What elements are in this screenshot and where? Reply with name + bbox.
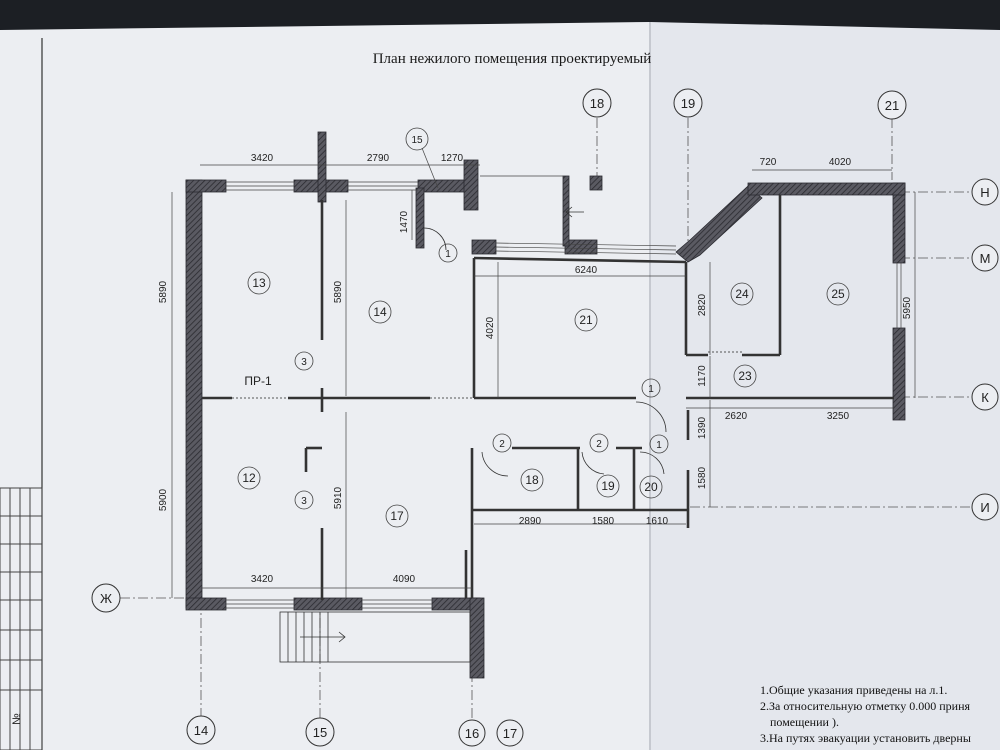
marker-15: 15 xyxy=(411,135,423,146)
room-17: 17 xyxy=(390,509,404,523)
room-markers xyxy=(237,271,850,528)
dim-k-2620: 2620 xyxy=(725,411,748,422)
room-24: 24 xyxy=(735,287,749,301)
marker-3-b: 3 xyxy=(301,496,307,507)
note-3: 3.На путях эвакуации установить дверны xyxy=(760,731,971,745)
room-21: 21 xyxy=(579,313,593,327)
title-block xyxy=(0,487,43,750)
dim-top-720: 720 xyxy=(760,157,777,168)
opening-label: ПР-1 xyxy=(244,374,272,388)
leader-line xyxy=(421,147,439,189)
room-12: 12 xyxy=(242,471,256,485)
door-1-b: 1 xyxy=(648,384,654,395)
room-14: 14 xyxy=(373,305,387,319)
axis-label-17: 17 xyxy=(503,726,517,741)
axis-label-i: И xyxy=(980,500,989,515)
door-2-a: 2 xyxy=(499,439,505,450)
note-1: 1.Общие указания приведены на л.1. xyxy=(760,683,947,697)
dim-left-5890: 5890 xyxy=(158,280,169,303)
dim-k-3250: 3250 xyxy=(827,411,850,422)
dim-inner-5910: 5910 xyxy=(333,486,344,509)
paper-sheet-left xyxy=(0,22,650,750)
dim-top-3420: 3420 xyxy=(251,153,274,164)
marker-3-a: 3 xyxy=(301,357,307,368)
room-20: 20 xyxy=(644,480,658,494)
door-markers xyxy=(294,127,669,510)
room-19: 19 xyxy=(601,479,615,493)
dim-bottom-4090: 4090 xyxy=(393,574,416,585)
dim-left-5900: 5900 xyxy=(158,488,169,511)
note-2-cont: помещении ). xyxy=(770,715,839,729)
axis-label-n: Н xyxy=(980,185,989,200)
dim-inner-1470: 1470 xyxy=(399,210,410,233)
room-25: 25 xyxy=(831,287,845,301)
dim-inner-5890: 5890 xyxy=(333,280,344,303)
door-1-a: 1 xyxy=(445,249,451,260)
dim-i-1610: 1610 xyxy=(646,516,669,527)
axis-label-18: 18 xyxy=(590,96,604,111)
note-2: 2.За относительную отметку 0.000 приня xyxy=(760,699,970,713)
dim-bottom-3420: 3420 xyxy=(251,574,274,585)
room-18: 18 xyxy=(525,473,539,487)
axis-markers xyxy=(91,88,999,747)
door-1-c: 1 xyxy=(656,440,662,451)
dim-top-4020: 4020 xyxy=(829,157,852,168)
dim-inner-1170: 1170 xyxy=(697,365,708,387)
dim-inner-2820: 2820 xyxy=(697,293,708,316)
dimension-lines xyxy=(171,164,916,598)
dashed-partitions xyxy=(232,351,742,399)
dim-i-1580: 1580 xyxy=(592,516,615,527)
room-13: 13 xyxy=(252,276,266,290)
dim-top-2790: 2790 xyxy=(367,153,390,164)
staircase xyxy=(279,206,584,663)
axis-label-k: К xyxy=(981,390,989,405)
axis-label-19: 19 xyxy=(681,96,695,111)
axis-label-m: М xyxy=(980,251,991,266)
exterior-walls xyxy=(185,131,906,679)
door-swings xyxy=(423,227,667,477)
plan-title: План нежилого помещения проектируемый xyxy=(373,51,652,67)
room-23: 23 xyxy=(738,369,752,383)
dim-inner-4020: 4020 xyxy=(485,316,496,339)
dim-inner-1580: 1580 xyxy=(697,466,708,489)
margin-label: № xyxy=(11,713,23,725)
dim-i-2890: 2890 xyxy=(519,516,542,527)
axis-label-14: 14 xyxy=(194,723,208,738)
dim-inner-5950: 5950 xyxy=(902,296,913,319)
axis-label-15: 15 xyxy=(313,725,327,740)
dim-inner-6240: 6240 xyxy=(575,265,598,276)
axis-label-16: 16 xyxy=(465,726,479,741)
windows xyxy=(226,175,902,609)
axis-label-21: 21 xyxy=(885,98,899,113)
dim-top-1270: 1270 xyxy=(441,153,464,164)
axis-label-zh: Ж xyxy=(100,591,112,606)
dim-inner-1390: 1390 xyxy=(697,416,708,439)
door-2-b: 2 xyxy=(596,439,602,450)
